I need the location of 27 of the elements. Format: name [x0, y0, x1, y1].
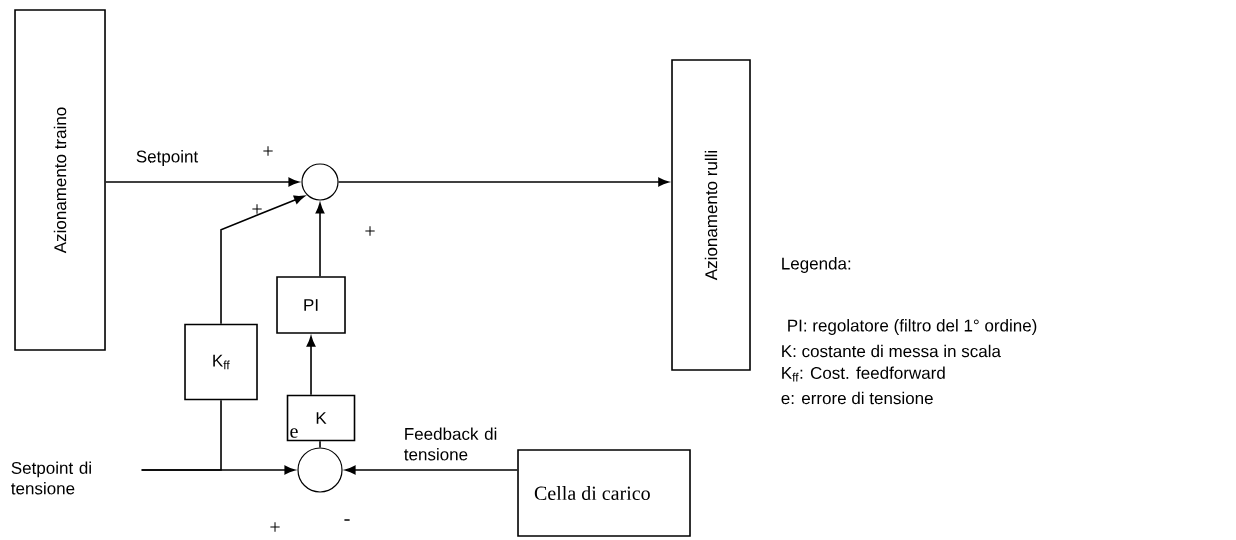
arrow [315, 203, 325, 277]
block-box: K$_{ff}$ [184, 323, 258, 401]
sign-label: + [252, 204, 262, 214]
summing-junction [301, 163, 339, 201]
drive-box: Azionamento traino [14, 9, 106, 351]
legend-text: K$_{ff}$: Cost. feedforward [782, 366, 945, 382]
arrow [306, 336, 316, 396]
edge-label: Feedback di tensione [404, 427, 497, 461]
sign-label: - [344, 519, 350, 521]
sign-label: + [365, 226, 375, 236]
drive-box: Azionamento rulli [671, 59, 751, 371]
input-label: Setpoint di tensione [11, 461, 91, 495]
summing-junction [297, 447, 343, 493]
legend-text: PI: regolatore (filtro del 1° ordine) [788, 319, 1037, 335]
legend-text: K: costante di messa in scala [782, 344, 1001, 358]
arrow [337, 177, 669, 187]
sign-label: + [263, 146, 273, 156]
edge-label: Setpoint [136, 150, 199, 166]
block-box: PI [276, 276, 346, 334]
legend-text: e: errore di tensione [781, 391, 933, 405]
signal-label: e [290, 428, 298, 438]
sign-label: + [270, 522, 280, 532]
arrow [220, 195, 305, 325]
sensor-box: Cella di carico [517, 449, 691, 537]
arrow [345, 465, 518, 475]
legend-text: Legenda: [782, 257, 851, 273]
arrow [105, 177, 299, 187]
